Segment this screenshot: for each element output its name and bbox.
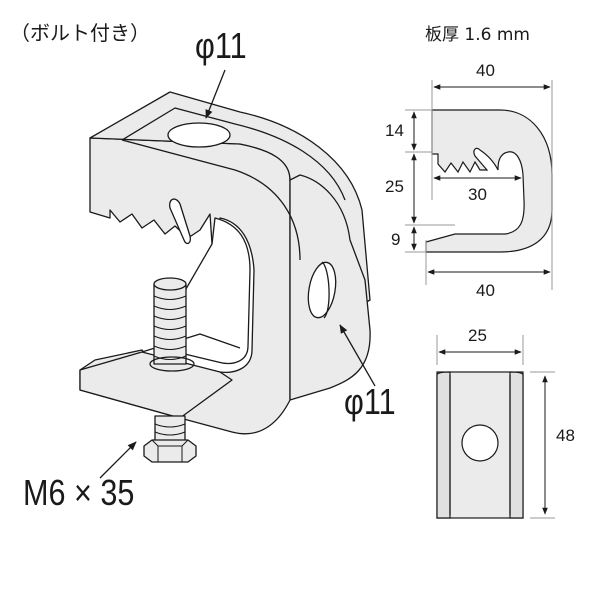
front-view — [436, 371, 524, 519]
plate-thickness-label: 板厚 1.6 mm — [425, 25, 530, 45]
top-hole-diameter-label: φ11 — [195, 25, 247, 66]
side-view-dimension-lines — [405, 80, 553, 290]
side-profile-view — [425, 109, 553, 253]
side-inner-width-dim: 30 — [468, 185, 487, 204]
side-width-top-dim: 40 — [476, 61, 495, 80]
front-width-dim: 25 — [468, 326, 487, 345]
clamp-isometric-drawing — [79, 91, 371, 463]
side-bottom-jaw-height-dim: 9 — [391, 230, 401, 249]
front-view-dimension-lines — [436, 335, 555, 519]
side-hole-diameter-label: φ11 — [344, 381, 396, 422]
side-top-jaw-height-dim: 14 — [385, 121, 404, 140]
leader-lines — [99, 69, 376, 479]
bolt-size-label: M6 × 35 — [23, 472, 135, 513]
side-gap-height-dim: 25 — [385, 177, 404, 196]
front-height-dim: 48 — [556, 426, 575, 445]
side-width-bottom-dim: 40 — [476, 281, 495, 300]
product-variant-title: （ボルト付き） — [10, 21, 150, 45]
